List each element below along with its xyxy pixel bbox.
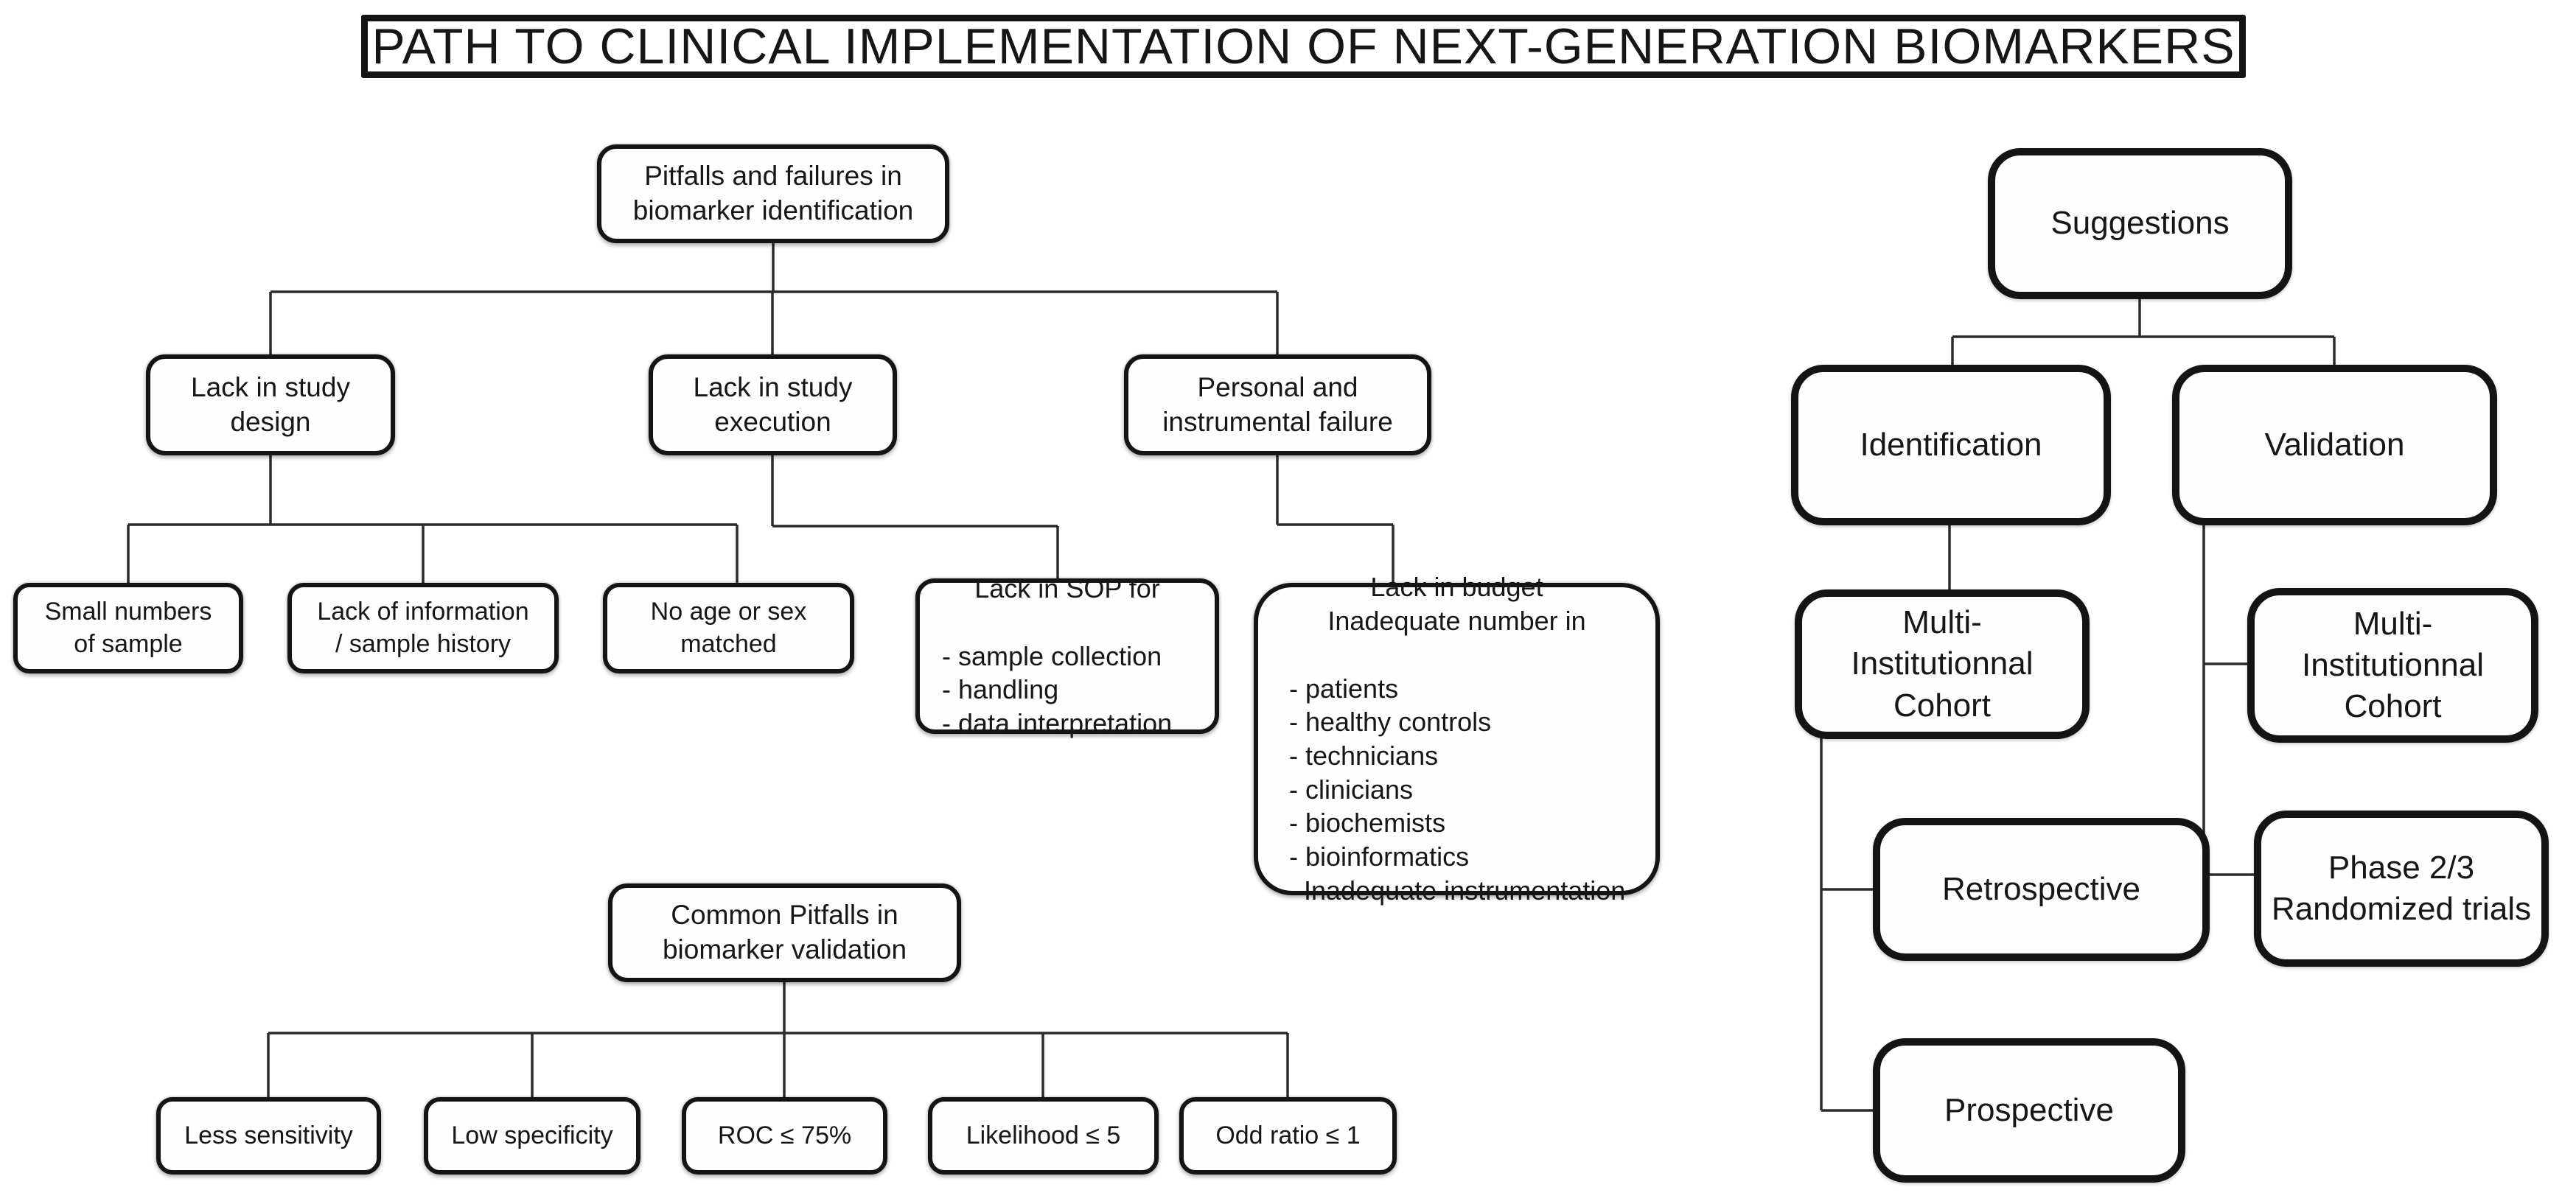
validation-tree-connectors [267, 982, 1289, 1098]
node-lack-in-budget: Lack in budget Inadequate number in - pa… [1254, 572, 1660, 906]
node-label: Low specificity [451, 1121, 613, 1149]
node-label: Retrospective [1941, 870, 2140, 907]
node-label: ROC ≤ 75% [717, 1121, 852, 1149]
node-label: Multi- Institutionnal Cohort [2301, 605, 2485, 725]
node-label: Suggestions [2050, 205, 2230, 242]
node-items: - patients - healthy controls - technici… [1289, 673, 1626, 906]
node-label: Lack in study design [191, 371, 350, 437]
node-label: Phase 2/3 Randomized trials [2271, 849, 2532, 927]
node-label: Small numbers of sample [44, 598, 212, 658]
node-less-sensitivity: Less sensitivity [156, 1097, 381, 1175]
pitfalls-tree-connectors [127, 243, 1395, 584]
node-lack-study-execution: Lack in study execution [649, 354, 897, 455]
node-label: Less sensitivity [184, 1121, 353, 1149]
node-identification: Identification [1791, 365, 2111, 525]
node-multi-institutional-cohort-identification: Multi- Institutionnal Cohort [1795, 589, 2090, 739]
figure-title-box: PATH TO CLINICAL IMPLEMENTATION OF NEXT-… [361, 15, 2246, 78]
node-label: Multi- Institutionnal Cohort [1851, 604, 2034, 724]
node-personal-instrumental-failure: Personal and instrumental failure [1124, 354, 1431, 455]
node-small-numbers-of-sample: Small numbers of sample [13, 583, 243, 673]
node-multi-institutional-cohort-validation: Multi- Institutionnal Cohort [2247, 588, 2538, 743]
node-heading: Lack in budget Inadequate number in [1327, 572, 1586, 637]
node-phase-randomized-trials: Phase 2/3 Randomized trials [2254, 811, 2549, 967]
node-likelihood-threshold: Likelihood ≤ 5 [928, 1097, 1159, 1175]
node-label: Odd ratio ≤ 1 [1215, 1121, 1361, 1149]
node-items: - sample collection - handling - data in… [942, 640, 1173, 739]
node-content: Lack in budget Inadequate number in - pa… [1258, 537, 1655, 942]
node-label: Lack of information / sample history [317, 598, 529, 658]
node-lack-in-sop: Lack in SOP for - sample collection - ha… [915, 573, 1219, 738]
node-label: Likelihood ≤ 5 [966, 1121, 1121, 1149]
node-label: Validation [2264, 426, 2405, 463]
node-label: Identification [1860, 426, 2042, 463]
node-common-pitfalls-validation-root: Common Pitfalls in biomarker validation [608, 883, 961, 982]
node-lack-of-information: Lack of information / sample history [287, 583, 559, 673]
node-label: Personal and instrumental failure [1162, 371, 1393, 437]
node-odd-ratio-threshold: Odd ratio ≤ 1 [1179, 1097, 1397, 1175]
node-label: Lack in study execution [693, 371, 853, 437]
node-pitfalls-identification-root: Pitfalls and failures in biomarker ident… [597, 144, 949, 243]
node-prospective: Prospective [1873, 1038, 2185, 1183]
node-validation: Validation [2172, 365, 2497, 525]
node-content: Lack in SOP for - sample collection - ha… [920, 538, 1215, 774]
node-label: No age or sex matched [650, 598, 807, 658]
node-label: Prospective [1944, 1091, 2114, 1128]
node-no-age-or-sex-matched: No age or sex matched [603, 583, 854, 673]
node-heading: Lack in SOP for [974, 573, 1160, 604]
suggestions-tree-connectors [1820, 299, 2336, 1112]
node-lack-study-design: Lack in study design [146, 354, 395, 455]
node-roc-threshold: ROC ≤ 75% [682, 1097, 887, 1175]
node-suggestions-root: Suggestions [1988, 148, 2292, 299]
node-label: Common Pitfalls in biomarker validation [662, 900, 907, 965]
figure-title: PATH TO CLINICAL IMPLEMENTATION OF NEXT-… [371, 18, 2235, 74]
node-low-specificity: Low specificity [424, 1097, 640, 1175]
node-label: Pitfalls and failures in biomarker ident… [632, 161, 914, 225]
node-retrospective: Retrospective [1873, 818, 2210, 961]
